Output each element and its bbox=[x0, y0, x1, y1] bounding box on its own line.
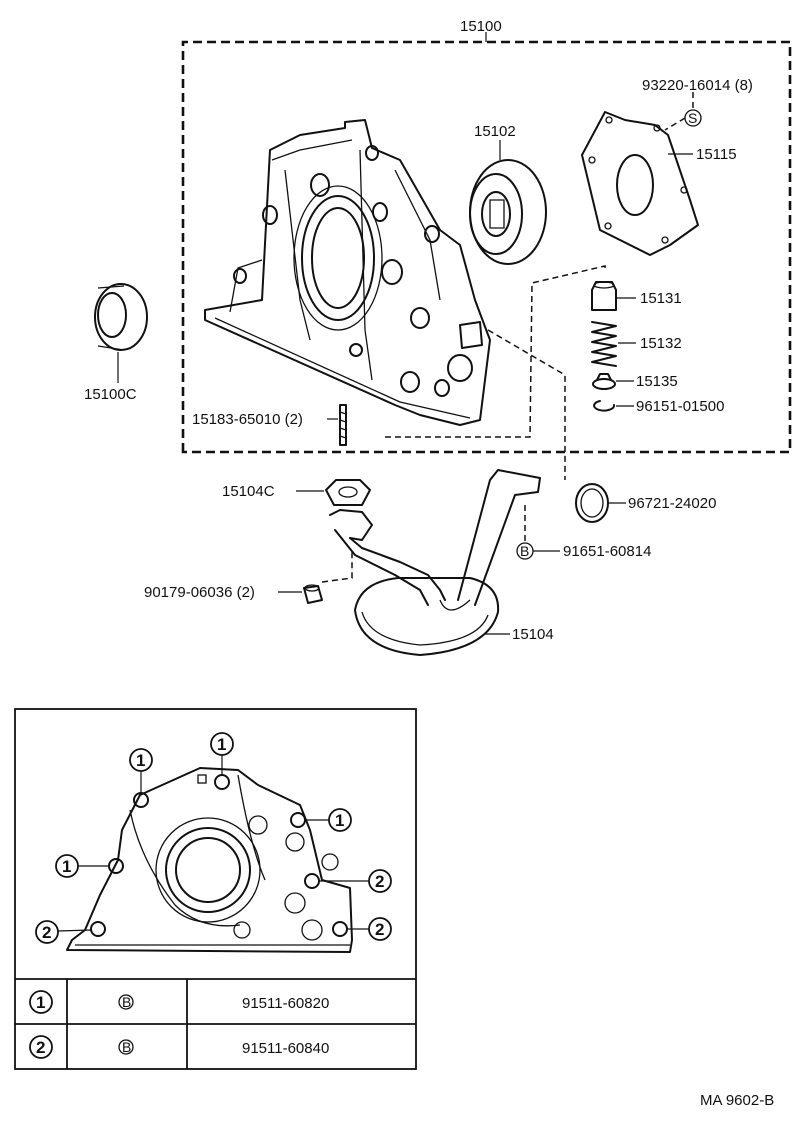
spring-retainer bbox=[592, 373, 616, 390]
oil-strainer bbox=[329, 469, 541, 656]
bolt-table-row-1: 1 B 91511-60820 bbox=[29, 990, 329, 1014]
label-93220-16014: 93220-16014 (8) bbox=[642, 77, 753, 94]
label-15135: 15135 bbox=[636, 373, 678, 390]
inset-callout-right-middle: 2 bbox=[319, 869, 392, 893]
figure-code: MA 9602-B bbox=[700, 1092, 774, 1109]
svg-text:1: 1 bbox=[335, 811, 344, 830]
bolt-table-mark: B bbox=[122, 1039, 131, 1055]
svg-text:1: 1 bbox=[217, 735, 226, 754]
label-15183-65010: 15183-65010 (2) bbox=[192, 411, 303, 428]
inset-callout-left-middle: 1 bbox=[55, 854, 109, 878]
snap-ring bbox=[593, 400, 616, 412]
label-15100c: 15100C bbox=[84, 386, 137, 403]
label-91651-60814: 91651-60814 bbox=[563, 543, 651, 560]
bolt-table-mark: B bbox=[122, 994, 131, 1010]
bolt-table-key: 2 bbox=[36, 1038, 45, 1057]
bolt-table-part-no: 91511-60840 bbox=[242, 1040, 329, 1057]
inset-callout-right-bottom: 2 bbox=[347, 917, 392, 941]
svg-text:1: 1 bbox=[62, 857, 71, 876]
relief-valve-spring bbox=[591, 321, 617, 367]
svg-text:2: 2 bbox=[375, 872, 384, 891]
svg-text:2: 2 bbox=[42, 923, 51, 942]
label-15115: 15115 bbox=[696, 146, 737, 163]
oil-pump-body bbox=[204, 119, 491, 426]
inset-callout-top-left: 1 bbox=[129, 748, 153, 793]
bolt-location-inset bbox=[14, 708, 417, 1070]
relief-bore-outline bbox=[385, 265, 606, 438]
label-15131: 15131 bbox=[640, 290, 682, 307]
inset-callout-left-bottom: 2 bbox=[35, 920, 92, 944]
pump-cover bbox=[581, 111, 699, 256]
svg-text:1: 1 bbox=[136, 751, 145, 770]
label-15104c: 15104C bbox=[222, 483, 275, 500]
bolt-table-row-2: 2 B 91511-60840 bbox=[29, 1035, 329, 1059]
label-15100: 15100 bbox=[460, 18, 502, 35]
label-15102: 15102 bbox=[474, 123, 516, 140]
label-96721-24020: 96721-24020 bbox=[628, 495, 716, 512]
strainer-gasket bbox=[325, 479, 371, 506]
label-15104: 15104 bbox=[512, 626, 554, 643]
relief-valve-plunger bbox=[591, 281, 617, 311]
bolt-b-mark: B bbox=[520, 543, 529, 559]
strainer-nut bbox=[303, 584, 323, 604]
bolt-table-part-no: 91511-60820 bbox=[242, 995, 329, 1012]
svg-text:2: 2 bbox=[375, 920, 384, 939]
o-ring-guide-line bbox=[487, 329, 566, 480]
oil-seal bbox=[94, 283, 148, 351]
stud-bolt bbox=[339, 404, 347, 446]
inset-callout-right-upper: 1 bbox=[305, 808, 352, 832]
assembly-frame: 15100 bbox=[181, 18, 792, 454]
inset-callout-top-center: 1 bbox=[210, 732, 234, 775]
label-90179-06036: 90179-06036 (2) bbox=[144, 584, 255, 601]
nut-guide-line bbox=[321, 552, 353, 583]
screw-s-mark: S bbox=[688, 110, 697, 126]
bolt-table-key: 1 bbox=[36, 993, 45, 1012]
label-96151-01500: 96151-01500 bbox=[636, 398, 724, 415]
pump-rotor bbox=[469, 159, 547, 265]
label-15132: 15132 bbox=[640, 335, 682, 352]
